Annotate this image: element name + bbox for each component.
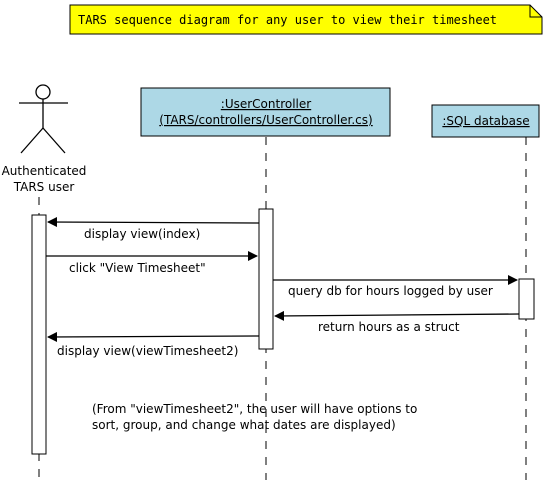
message-label: click "View Timesheet" xyxy=(69,261,206,275)
diagram-title-text: TARS sequence diagram for any user to vi… xyxy=(78,13,497,27)
controller-label-line2: (TARS/controllers/UserController.cs) xyxy=(159,113,372,127)
comment-line2: sort, group, and change what dates are d… xyxy=(92,418,396,432)
actor-label-line2: TARS user xyxy=(13,180,75,194)
message-label: display view(index) xyxy=(84,227,200,241)
message-label: display view(viewTimesheet2) xyxy=(57,344,238,358)
comment-line1: (From "viewTimesheet2", the user will ha… xyxy=(92,402,417,416)
activation-bar-database xyxy=(518,278,535,320)
controller-label-line1: :UserController xyxy=(221,97,311,111)
message-query-db: query db for hours logged by user xyxy=(273,275,518,298)
activation-bar-controller xyxy=(258,208,274,350)
diagram-title-note: TARS sequence diagram for any user to vi… xyxy=(69,4,543,35)
message-display-view-timesheet2: display view(viewTimesheet2) xyxy=(47,331,260,358)
diagram-comment: (From "viewTimesheet2", the user will ha… xyxy=(92,402,417,432)
database-label: :SQL database xyxy=(442,114,529,128)
object-sql-database: :SQL database xyxy=(431,104,540,138)
message-return-hours: return hours as a struct xyxy=(274,310,520,334)
actor-label-line1: Authenticated xyxy=(2,164,87,178)
message-click-view-timesheet: click "View Timesheet" xyxy=(46,251,258,275)
object-user-controller: :UserController (TARS/controllers/UserCo… xyxy=(140,87,391,137)
message-label: return hours as a struct xyxy=(318,320,460,334)
actor-authenticated-user: Authenticated TARS user xyxy=(2,84,87,194)
activation-bar-user xyxy=(31,214,47,455)
message-label: query db for hours logged by user xyxy=(288,284,493,298)
message-display-index: display view(index) xyxy=(47,217,260,241)
